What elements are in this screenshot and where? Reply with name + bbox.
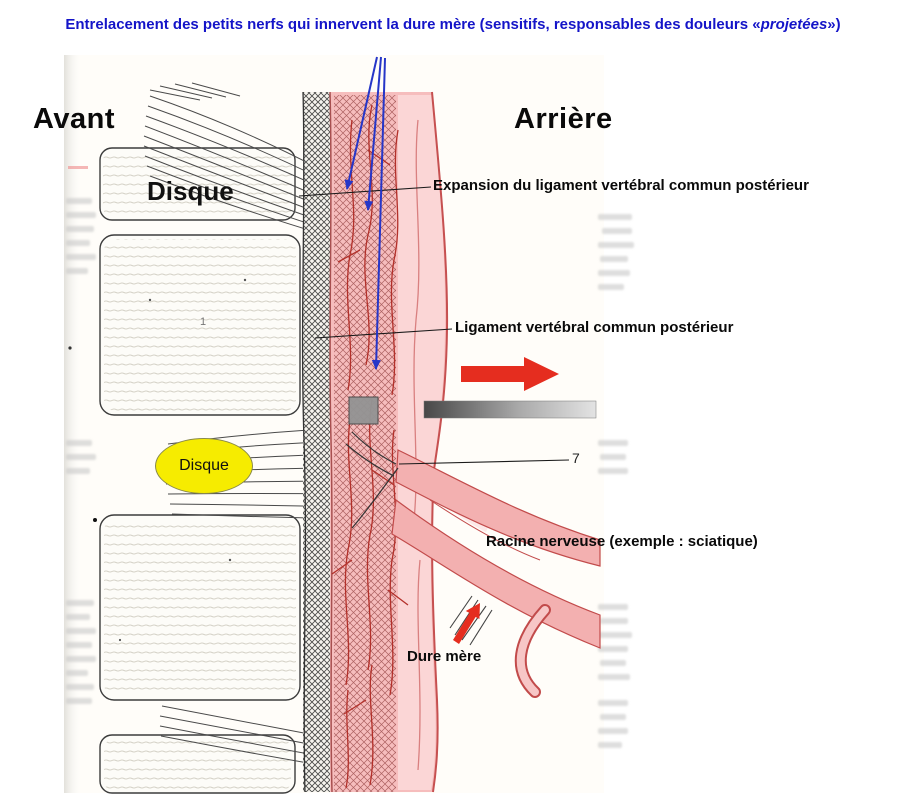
label-vertebra-number: 1	[200, 316, 207, 328]
probe-tip	[348, 396, 379, 425]
leader-expansion	[298, 186, 432, 197]
page-margin-artifacts	[66, 198, 634, 748]
dura-filaments	[449, 595, 493, 646]
venous-plexus-column	[329, 91, 449, 793]
vertebra-bottom	[99, 514, 301, 701]
vertebral-bodies	[99, 147, 301, 794]
ligament-mesh-column	[301, 91, 334, 793]
red-arrow-dura	[453, 603, 480, 644]
blue-pointer-arrows	[344, 56, 386, 370]
red-arrows	[453, 357, 559, 644]
leader-number-7	[398, 459, 570, 465]
figure-title-text: Entrelacement des petits nerfs qui inner…	[65, 16, 761, 33]
label-arriere: Arrière	[514, 103, 613, 135]
leader-ligament	[314, 328, 453, 339]
label-disque-top: Disque	[147, 176, 234, 206]
vertebra-middle	[99, 234, 301, 416]
label-ligament: Ligament vertébral commun postérieur	[455, 319, 734, 336]
figure-title-italic: projetées	[760, 16, 828, 33]
label-expansion-ligament: Expansion du ligament vertébral commun p…	[433, 177, 809, 194]
label-number-7: 7	[572, 450, 580, 466]
nerve-roots	[345, 431, 601, 698]
label-racine-nerveuse: Racine nerveuse (exemple : sciatique)	[486, 533, 758, 550]
disc-ellipse: Disque	[155, 438, 253, 494]
probe-bar	[423, 400, 597, 419]
probe-instrument	[348, 396, 597, 425]
red-arrow-right	[461, 357, 559, 391]
label-avant: Avant	[33, 103, 115, 135]
leader-lines	[298, 186, 570, 465]
facet-arcs	[345, 431, 399, 529]
vertebra-bottom-partial	[99, 734, 296, 794]
figure-title-end: »)	[827, 16, 841, 33]
nerve-root-upper	[395, 449, 601, 567]
figure-title: Entrelacement des petits nerfs qui inner…	[0, 16, 906, 33]
disc-fan-top	[143, 82, 326, 236]
label-dure-mere: Dure mère	[407, 648, 482, 665]
label-disque-ellipse: Disque	[179, 457, 229, 474]
